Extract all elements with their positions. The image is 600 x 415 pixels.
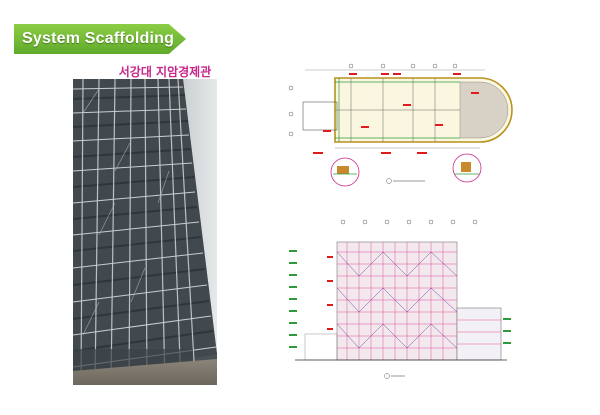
- slide-title: System Scaffolding: [22, 30, 175, 47]
- slide-subtitle: 서강대 지암경제관: [118, 65, 212, 79]
- title-banner: [14, 24, 186, 54]
- scaffolding-photo-image: [73, 79, 217, 385]
- floor-plan-image: [288, 63, 513, 187]
- elevation-image: [289, 219, 511, 379]
- elevation-drawing: [285, 216, 513, 386]
- floor-plan-drawing: [285, 62, 513, 192]
- scaffolding-photo: [73, 79, 217, 385]
